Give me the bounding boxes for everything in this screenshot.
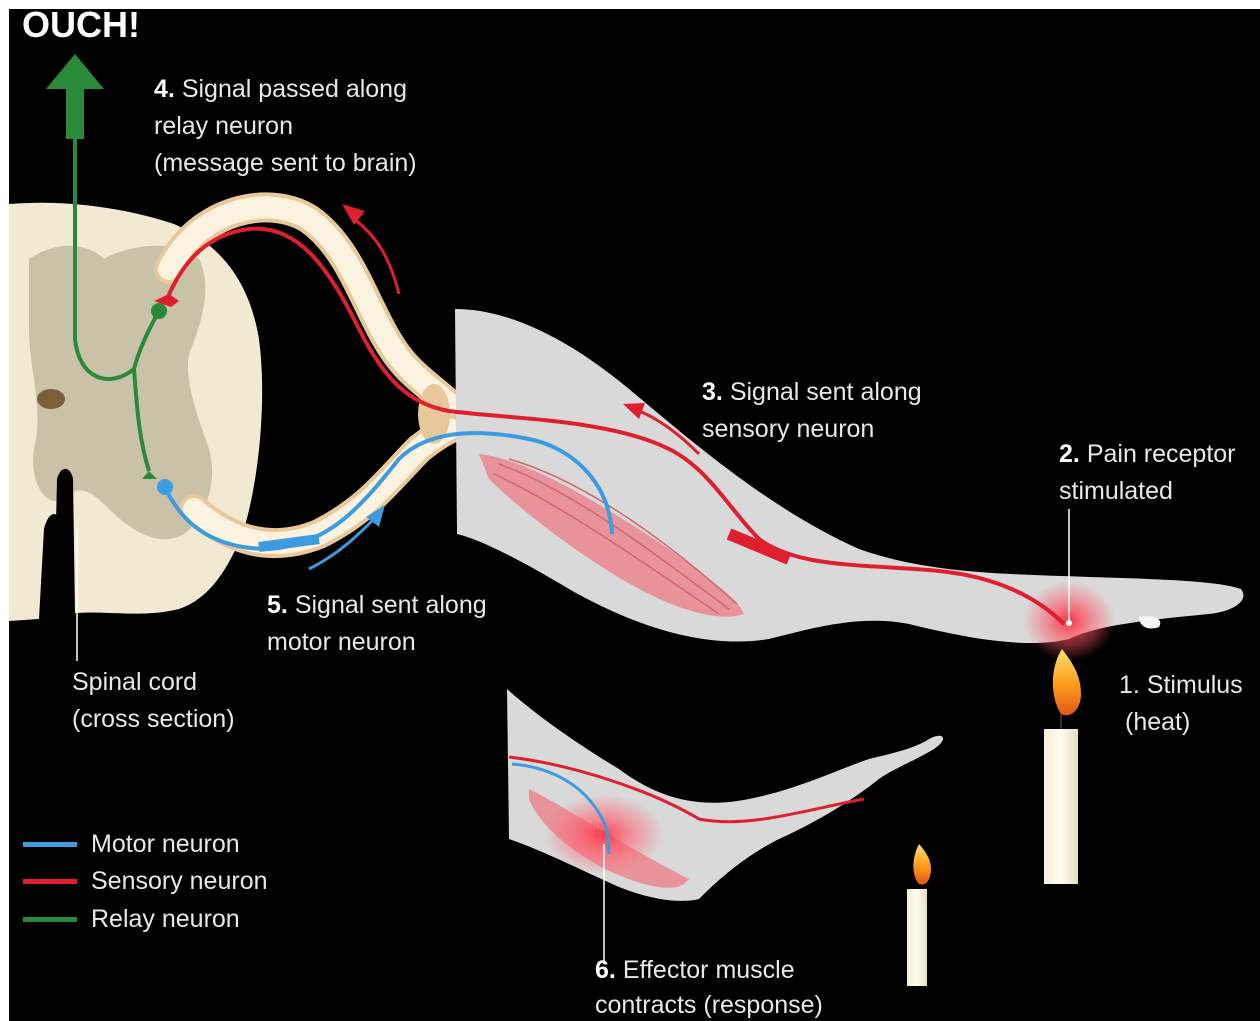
spinal-cord-label: Spinal cord [72, 664, 197, 701]
step4-label: 4. Signal passed along [154, 71, 407, 108]
ouch-title: OUCH! [22, 9, 140, 45]
step6-num: 6. [595, 956, 616, 984]
step2-num: 2. [1059, 440, 1080, 468]
step2-line2: stimulated [1059, 473, 1173, 510]
candle-large [1044, 649, 1081, 884]
arm-response [507, 689, 943, 964]
step3-text: Signal sent along [730, 378, 922, 406]
step1-text: Stimulus [1147, 671, 1243, 699]
step6-text: Effector muscle [623, 956, 795, 984]
legend-item-relay: Relay neuron [23, 900, 240, 938]
up-arrow-icon [46, 54, 104, 139]
step4-line2: relay neuron [154, 108, 293, 145]
legend-label-relay: Relay neuron [91, 905, 240, 934]
spinal-cord-sublabel: (cross section) [72, 701, 235, 738]
step6-line2: contracts (response) [595, 987, 823, 1021]
step4-text: Signal passed along [182, 75, 407, 103]
relay-direction-arrow-icon [342, 204, 365, 225]
candle-small [907, 844, 931, 986]
legend-label-motor: Motor neuron [91, 830, 240, 859]
spinal-cord [9, 203, 262, 661]
step5-line2: motor neuron [267, 624, 416, 661]
motor-cell-body [157, 479, 173, 495]
step4-num: 4. [154, 75, 175, 103]
legend-swatch-sensory [23, 879, 77, 884]
small-flame-icon [913, 844, 931, 885]
step2-label: 2. Pain receptor [1059, 436, 1236, 473]
step5-text: Signal sent along [295, 591, 487, 619]
legend-label-sensory: Sensory neuron [91, 867, 268, 896]
step3-num: 3. [702, 378, 723, 406]
step1-line2: (heat) [1125, 704, 1190, 741]
step3-label: 3. Signal sent along [702, 374, 922, 411]
step5-label: 5. Signal sent along [267, 587, 487, 624]
step2-text: Pain receptor [1087, 440, 1236, 468]
step1-num: 1. [1119, 671, 1140, 699]
step6-label: 6. Effector muscle [595, 952, 795, 989]
step5-num: 5. [267, 591, 288, 619]
step1-label: 1. Stimulus [1119, 667, 1243, 704]
reflex-arc-diagram: OUCH! 4. Signal passed along relay neuro… [9, 9, 1260, 1021]
legend-item-sensory: Sensory neuron [23, 862, 268, 900]
legend-swatch-motor [23, 842, 77, 847]
legend-swatch-relay [23, 917, 77, 922]
step4-line3: (message sent to brain) [154, 145, 417, 182]
legend-item-motor: Motor neuron [23, 825, 240, 863]
step3-line2: sensory neuron [702, 411, 874, 448]
relay-cell-body [151, 303, 167, 319]
central-canal [37, 389, 65, 409]
